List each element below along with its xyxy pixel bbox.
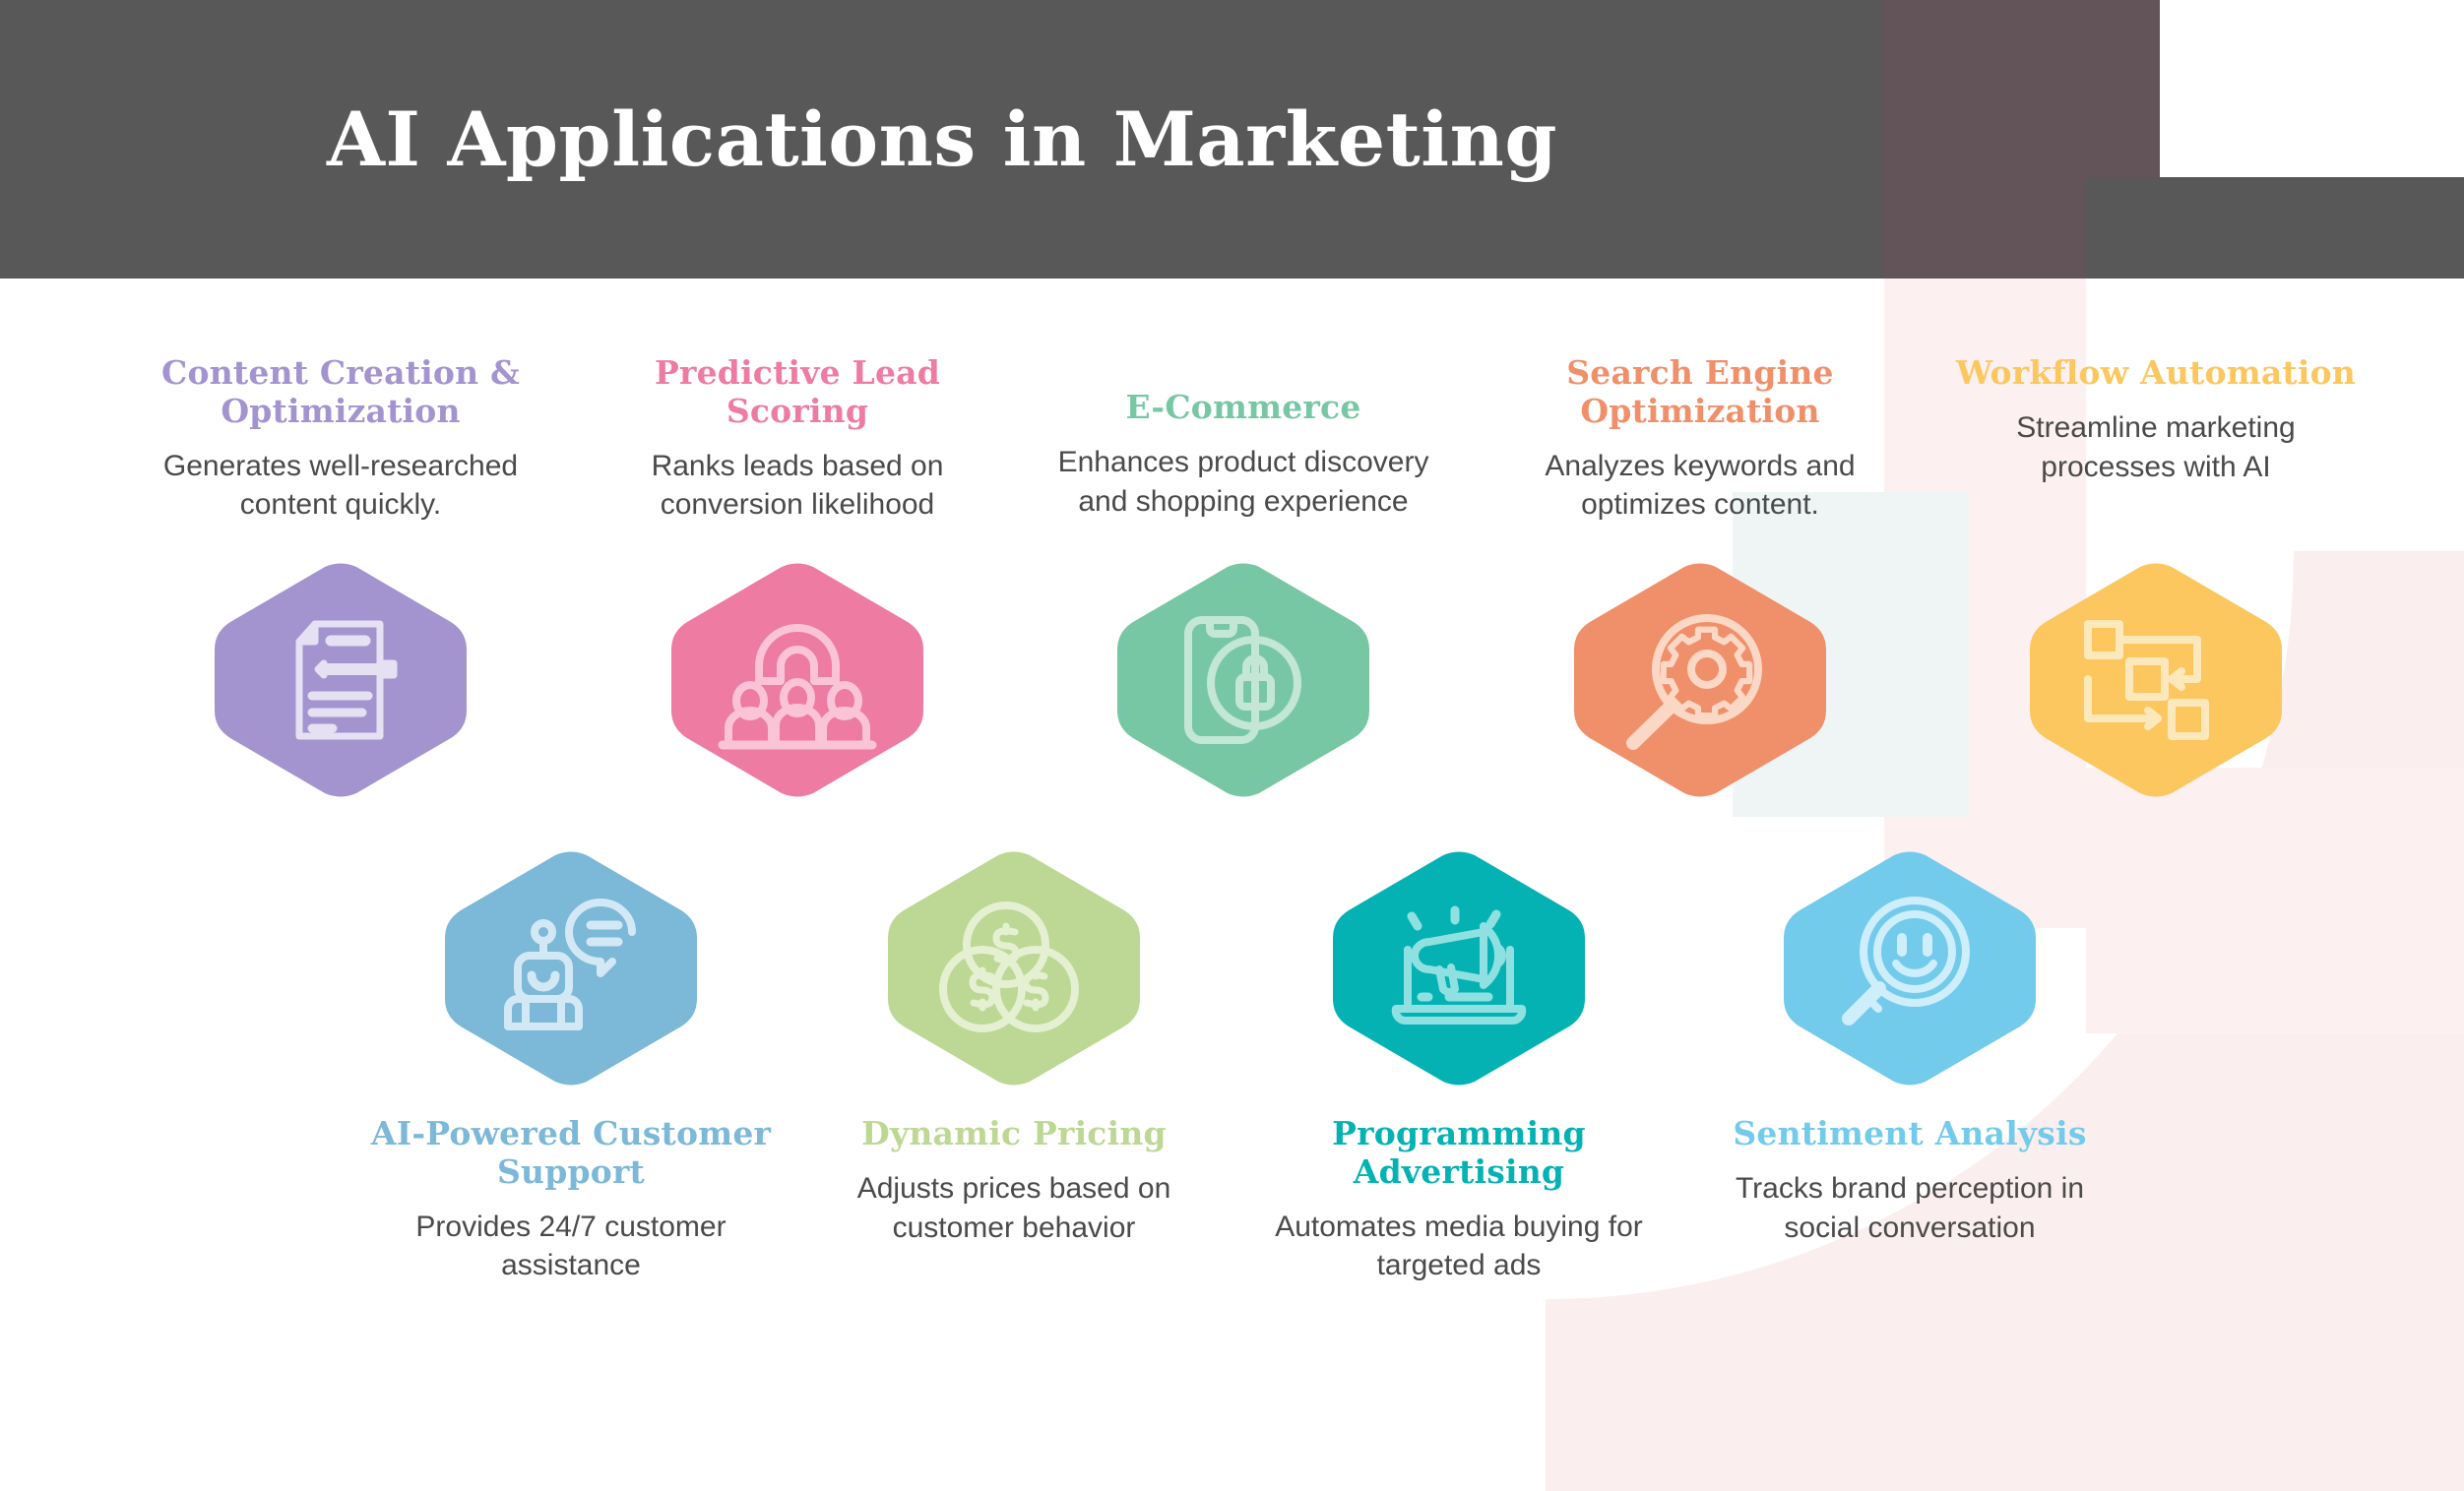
document-pencil-icon[interactable] — [213, 563, 469, 797]
dollar-coins-icon[interactable] — [886, 851, 1142, 1086]
magnifier-gear-icon[interactable] — [1572, 563, 1828, 797]
page-title: AI Applications in Marketing — [326, 95, 1558, 183]
node-description: Analyzes keywords and optimizes content. — [1545, 449, 1856, 522]
node-text-block: Programming Advertising Automates media … — [1252, 1114, 1666, 1285]
node-text-block: E-Commerce Enhances product discovery an… — [1037, 388, 1450, 521]
node-description: Generates well-researched content quickl… — [162, 449, 519, 522]
node-title: Workflow Automation — [1955, 353, 2356, 392]
node-description: Provides 24/7 customer assistance — [415, 1210, 727, 1282]
node-description: Ranks leads based on conversion likeliho… — [651, 449, 944, 522]
node-title: Content Creation & Optimization — [161, 353, 520, 430]
node-description: Tracks brand perception in social conver… — [1735, 1171, 2085, 1244]
node-text-block: Predictive Lead Scoring Ranks leads base… — [591, 353, 1004, 525]
laptop-megaphone-icon[interactable] — [1331, 851, 1587, 1086]
magnifier-smiley-icon[interactable] — [1782, 851, 2038, 1086]
node-title: Programming Advertising — [1332, 1114, 1586, 1191]
node-description: Streamline marketing processes with AI — [2016, 410, 2296, 483]
magnet-audience-icon[interactable] — [669, 563, 925, 797]
node-title: E-Commerce — [1125, 388, 1361, 426]
node-description: Adjusts prices based on customer behavio… — [856, 1171, 1171, 1244]
node-text-block: Workflow Automation Streamline marketing… — [1949, 353, 2363, 486]
node-text-block: Sentiment Analysis Tracks brand percepti… — [1703, 1114, 2117, 1247]
node-title: Search Engine Optimization — [1566, 353, 1834, 430]
node-title: AI-Powered Customer Support — [370, 1114, 772, 1191]
node-text-block: Dynamic Pricing Adjusts prices based on … — [807, 1114, 1221, 1247]
node-description: Enhances product discovery and shopping … — [1057, 445, 1429, 518]
node-title: Sentiment Analysis — [1733, 1114, 2087, 1152]
node-text-block: Content Creation & Optimization Generate… — [134, 353, 547, 525]
node-title: Dynamic Pricing — [861, 1114, 1167, 1152]
node-description: Automates media buying for targeted ads — [1275, 1210, 1643, 1282]
node-text-block: Search Engine Optimization Analyzes keyw… — [1493, 353, 1907, 525]
node-title: Predictive Lead Scoring — [655, 353, 940, 430]
mobile-lock-icon[interactable] — [1115, 563, 1371, 797]
workflow-nodes-icon[interactable] — [2028, 563, 2284, 797]
chatbot-robot-icon[interactable] — [443, 851, 699, 1086]
node-text-block: AI-Powered Customer Support Provides 24/… — [364, 1114, 778, 1285]
